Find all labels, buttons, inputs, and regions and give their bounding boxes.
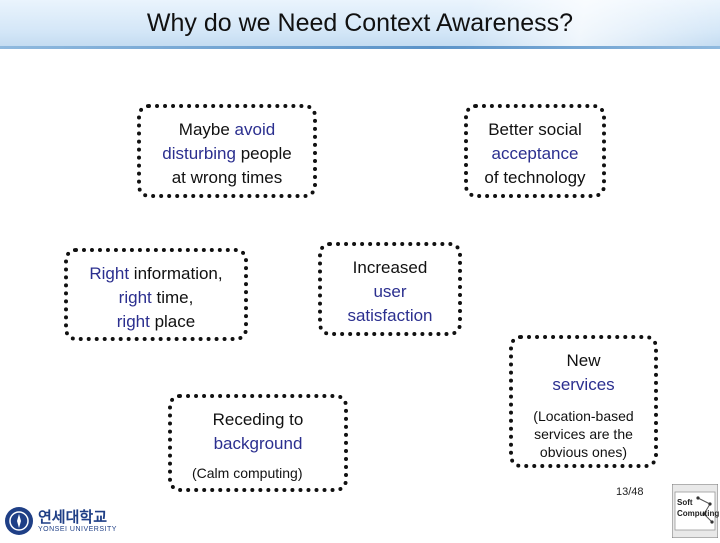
text-right-3: right (116, 312, 150, 331)
box-avoid-line1: Maybe avoid (141, 118, 313, 142)
services-note-line3: obvious ones) (539, 444, 628, 460)
text-time: time, (151, 288, 194, 307)
soft-computing-logo: Soft Computing (671, 483, 720, 539)
slide-title: Why do we Need Context Awareness? (146, 9, 574, 37)
box-services-note: (Location-based services are the obvious… (513, 407, 654, 461)
box-right-line3: right place (68, 310, 244, 334)
box-avoid-line2: disturbing people (141, 142, 313, 166)
box-right-line1: Right information, (68, 262, 244, 286)
text-place: place (149, 312, 196, 331)
services-note-line1: (Location-based (533, 408, 634, 424)
box-receding-line1: Receding to (212, 410, 304, 429)
university-seal-icon (5, 507, 33, 535)
services-note-line2: services are the (534, 426, 633, 442)
university-logo: 연세대학교 YONSEI UNIVERSITY (4, 505, 134, 537)
page-number: 13/48 (616, 486, 644, 498)
university-name-korean: 연세대학교 (38, 508, 108, 526)
text-right-2: right (118, 288, 152, 307)
box-social-line3: of technology (484, 168, 586, 187)
box-social-acceptance: Better social acceptance of technology (464, 104, 606, 198)
box-receding-background: Receding to background (Calm computing) (168, 394, 348, 492)
box-user-satisfaction: Increased user satisfaction (318, 242, 462, 336)
box-receding-note: (Calm computing) (192, 465, 303, 481)
box-avoid-disturbing: Maybe avoid disturbing people at wrong t… (137, 104, 317, 198)
lab-name: Soft Computing (677, 498, 720, 518)
box-new-services: New services (Location-based services ar… (509, 335, 658, 468)
box-social-line1: Better social (488, 120, 582, 139)
box-right-information: Right information, right time, right pla… (64, 248, 248, 341)
box-receding-line2: background (213, 434, 303, 453)
box-services-line1: New (566, 351, 601, 370)
slide-header (0, 0, 720, 46)
text-people: people (235, 144, 292, 163)
header-decoration (470, 0, 720, 46)
text-information: information, (129, 264, 223, 283)
soft-computing-icon (671, 483, 719, 539)
box-services-line2: services (552, 375, 615, 394)
box-satisfaction-line1: Increased (352, 258, 428, 277)
box-satisfaction-line3: satisfaction (347, 306, 433, 325)
box-satisfaction-line2: user (373, 282, 407, 301)
box-right-line2: right time, (68, 286, 244, 310)
text-maybe: Maybe (178, 120, 235, 139)
box-avoid-line3: at wrong times (171, 168, 283, 187)
header-divider (0, 46, 720, 49)
box-social-line2: acceptance (491, 144, 579, 163)
text-avoid: avoid (234, 120, 276, 139)
text-disturbing: disturbing (162, 144, 236, 163)
text-right-1: Right (89, 264, 130, 283)
university-name-english: YONSEI UNIVERSITY (38, 526, 117, 533)
